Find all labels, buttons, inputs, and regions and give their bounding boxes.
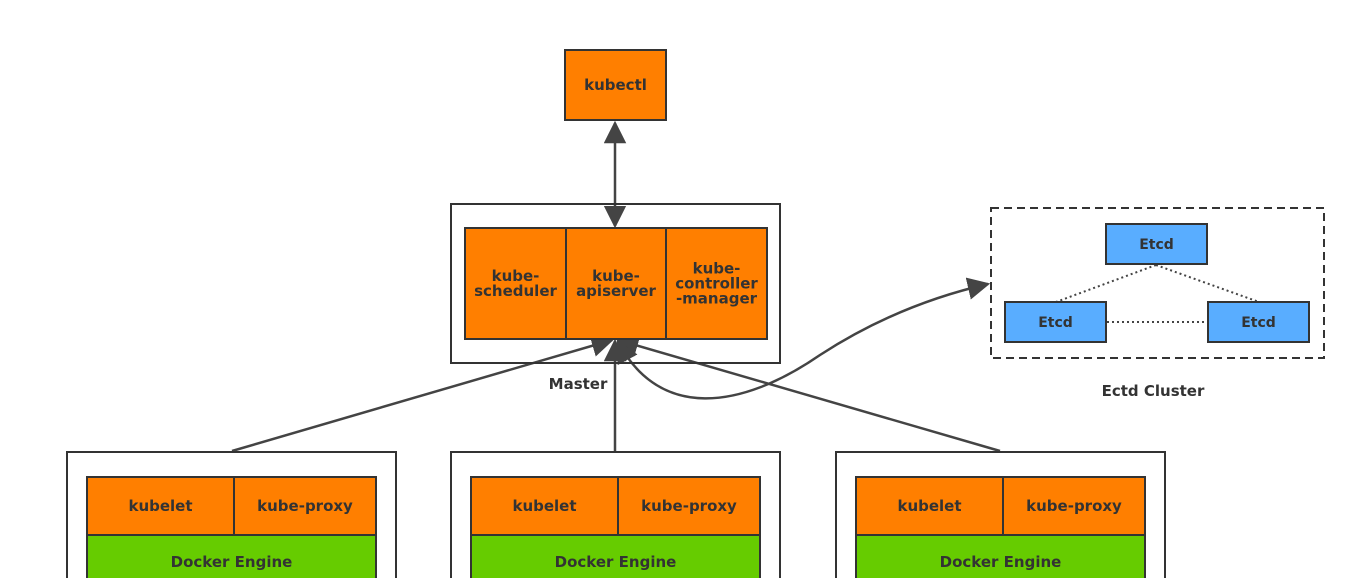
- etcd-node-label: Etcd: [1139, 237, 1174, 253]
- docker-engine-box: Docker Engine: [470, 534, 761, 578]
- docker-engine-label: Docker Engine: [555, 553, 677, 571]
- kube-apiserver-box: kube-apiserver: [565, 227, 667, 340]
- component-label-line: kube-: [592, 267, 640, 285]
- master-etcd-arrow: [616, 277, 991, 400]
- etcd-cluster-frame: [990, 207, 1325, 359]
- worker-node-frame: [835, 451, 1166, 578]
- kubelet-box: kubelet: [855, 476, 1004, 536]
- kubectl-box: kubectl: [564, 49, 667, 121]
- component-label-line: scheduler: [474, 282, 557, 300]
- kube-scheduler-box: kube-scheduler: [464, 227, 567, 340]
- kube-proxy-box: kube-proxy: [617, 476, 761, 536]
- kube-proxy-box: kube-proxy: [233, 476, 377, 536]
- kube-proxy-box: kube-proxy: [1002, 476, 1146, 536]
- kubelet-label: kubelet: [128, 497, 192, 515]
- etcd-node-label: Etcd: [1241, 315, 1276, 331]
- docker-engine-label: Docker Engine: [171, 553, 293, 571]
- docker-engine-box: Docker Engine: [855, 534, 1146, 578]
- node1-master-arrow: [231, 334, 615, 453]
- etcd-cluster-label: Ectd Cluster: [1102, 382, 1205, 400]
- kube-controller-manager-box: kube-controller-manager: [665, 227, 768, 340]
- master-group: kube-schedulerkube-apiserverkube-control…: [450, 203, 781, 393]
- kubelet-label: kubelet: [897, 497, 961, 515]
- connectors: [231, 120, 1001, 453]
- component-label-line: apiserver: [576, 282, 656, 300]
- kube-proxy-label: kube-proxy: [257, 497, 353, 515]
- kubelet-box: kubelet: [470, 476, 619, 536]
- worker-node-frame: [450, 451, 781, 578]
- master-components: kube-schedulerkube-apiserverkube-control…: [464, 227, 768, 340]
- node3-master-arrow: [615, 334, 1001, 453]
- master-label: Master: [549, 375, 608, 393]
- etcd-node: Etcd: [1004, 301, 1107, 343]
- docker-engine-box: Docker Engine: [86, 534, 377, 578]
- component-label-line: kube-: [693, 260, 741, 278]
- component-label-line: -manager: [676, 290, 758, 308]
- kube-proxy-label: kube-proxy: [1026, 497, 1122, 515]
- component-label-line: controller: [675, 275, 758, 293]
- etcd-link-top-right: [1155, 264, 1260, 303]
- etcd-link-top-left: [1055, 264, 1157, 303]
- worker-node-frame: [66, 451, 397, 578]
- etcd-node: Etcd: [1207, 301, 1310, 343]
- etcd-node-label: Etcd: [1038, 315, 1073, 331]
- kubelet-label: kubelet: [512, 497, 576, 515]
- etcd-node: Etcd: [1105, 223, 1208, 265]
- master-frame: [450, 203, 781, 364]
- docker-engine-label: Docker Engine: [940, 553, 1062, 571]
- kube-proxy-label: kube-proxy: [641, 497, 737, 515]
- kubelet-box: kubelet: [86, 476, 235, 536]
- component-label-line: kube-: [492, 267, 540, 285]
- kubectl-label: kubectl: [584, 76, 647, 94]
